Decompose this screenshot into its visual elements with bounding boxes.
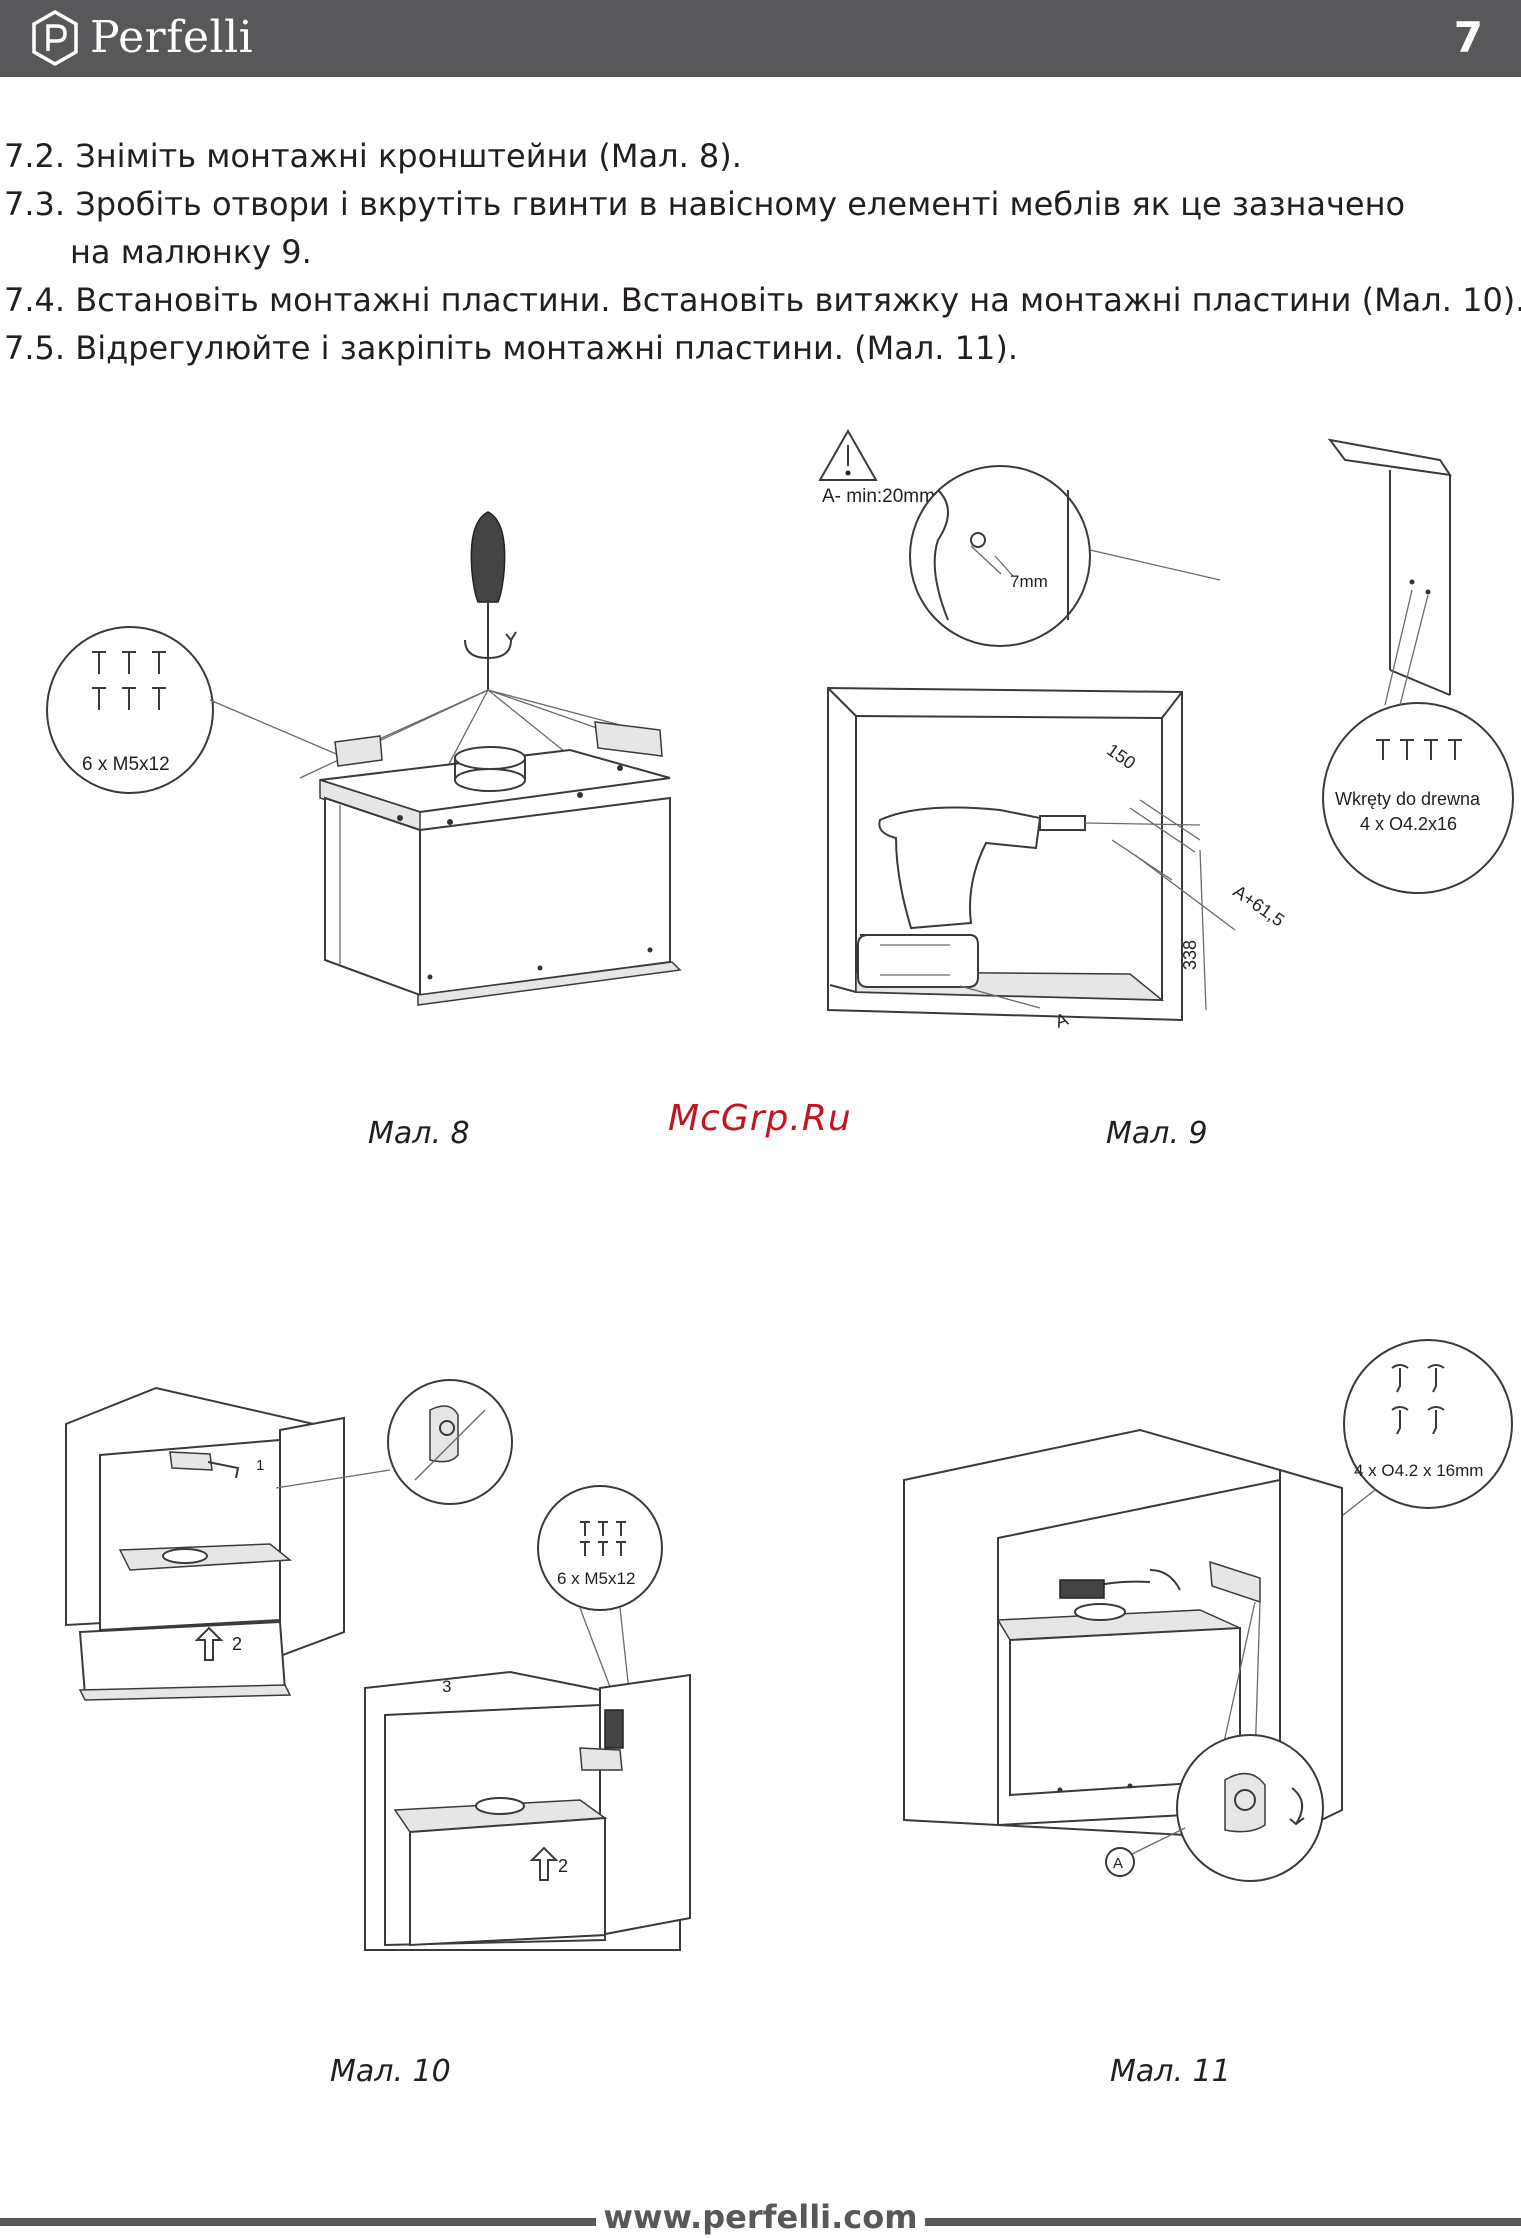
fig11-screws-bubble — [1343, 1339, 1513, 1509]
fig9-warning: A- min:20mm — [822, 486, 935, 507]
fig8-caption: Мал. 8 — [368, 1116, 470, 1151]
fig10-step2-a: 2 — [232, 1634, 242, 1654]
fig10-caption: Мал. 10 — [330, 2054, 451, 2089]
drill-icon — [857, 806, 1086, 988]
fig9-screws-label-1: Wkręty do drewna — [1335, 789, 1481, 809]
fig9-dim-a615: A+61,5 — [1230, 881, 1289, 930]
figure-10: 1 2 6 x M5x12 3 2 — [60, 1370, 700, 1970]
fig11-caption: Мал. 11 — [1110, 2054, 1231, 2089]
page-header: Perfelli 7 — [0, 0, 1521, 77]
fig11-screws-label: 4 x O4.2 x 16mm — [1354, 1461, 1483, 1480]
brand-name: Perfelli — [90, 12, 254, 63]
step-7-3: 7.3. Зробіть отвори і вкрутіть гвинти в … — [4, 185, 1406, 271]
warning-icon — [818, 428, 878, 481]
screwdriver-large-icon — [1059, 1579, 1105, 1599]
perfelli-logo-icon — [32, 9, 78, 67]
figure-11-drawing: 4 x O4.2 x 16mm A — [903, 1339, 1513, 1882]
figure-8-drawing: 6 x M5x12 — [46, 511, 682, 1006]
up-arrow-icon — [194, 1626, 224, 1661]
fig9-screws-label-2: 4 x O4.2x16 — [1360, 814, 1457, 834]
footer-line-right — [925, 2218, 1521, 2226]
figure-11: 4 x O4.2 x 16mm A — [880, 1339, 1520, 1940]
fig9-dim-338: 338 — [1180, 940, 1200, 970]
fig10-step3: 3 — [442, 1677, 451, 1696]
step-7-4: 7.4. Встановіть монтажні пластини. Встан… — [4, 281, 1521, 319]
step-7-5: 7.5. Відрегулюйте і закріпіть монтажні п… — [4, 329, 1018, 367]
instruction-steps: 7.2. Зніміть монтажні кронштейни (Мал. 8… — [4, 132, 1521, 372]
fig9-dim-7mm: 7mm — [1010, 572, 1048, 591]
screwdriver-small-icon — [604, 1709, 624, 1749]
step-7-2: 7.2. Зніміть монтажні кронштейни (Мал. 8… — [4, 137, 742, 175]
hole-detail-bubble — [909, 465, 1091, 647]
fig10-step1-a: 1 — [256, 1457, 264, 1474]
fig8-screws-label: 6 x M5x12 — [82, 754, 170, 775]
fig11-point-a: A — [1113, 1855, 1123, 1872]
screwdriver-icon — [464, 511, 517, 690]
watermark: McGrp.Ru — [668, 1098, 852, 1139]
page-number: 7 — [1453, 13, 1483, 62]
wood-screws-bubble — [1322, 702, 1514, 894]
up-arrow-icon-2 — [529, 1846, 559, 1881]
fig10-step2-b: 2 — [558, 1856, 568, 1876]
footer-url: www.perfelli.com — [603, 2198, 918, 2236]
figure-9: A- min:20mm 150 A+61,5 338 A — [800, 428, 1520, 1050]
fig9-caption: Мал. 9 — [1106, 1116, 1208, 1151]
fig10-screws-label: 6 x M5x12 — [557, 1569, 635, 1588]
screw-icon-group — [92, 651, 166, 710]
footer-line-left — [0, 2218, 596, 2226]
figure-9-drawing: A- min:20mm 150 A+61,5 338 A — [818, 428, 1514, 1032]
figure-8: 6 x M5x12 — [20, 500, 710, 1020]
brand-logo: Perfelli — [30, 8, 253, 68]
fig10-screws-bubble — [537, 1485, 663, 1611]
figure-10-drawing: 1 2 6 x M5x12 3 2 — [65, 1379, 691, 1951]
